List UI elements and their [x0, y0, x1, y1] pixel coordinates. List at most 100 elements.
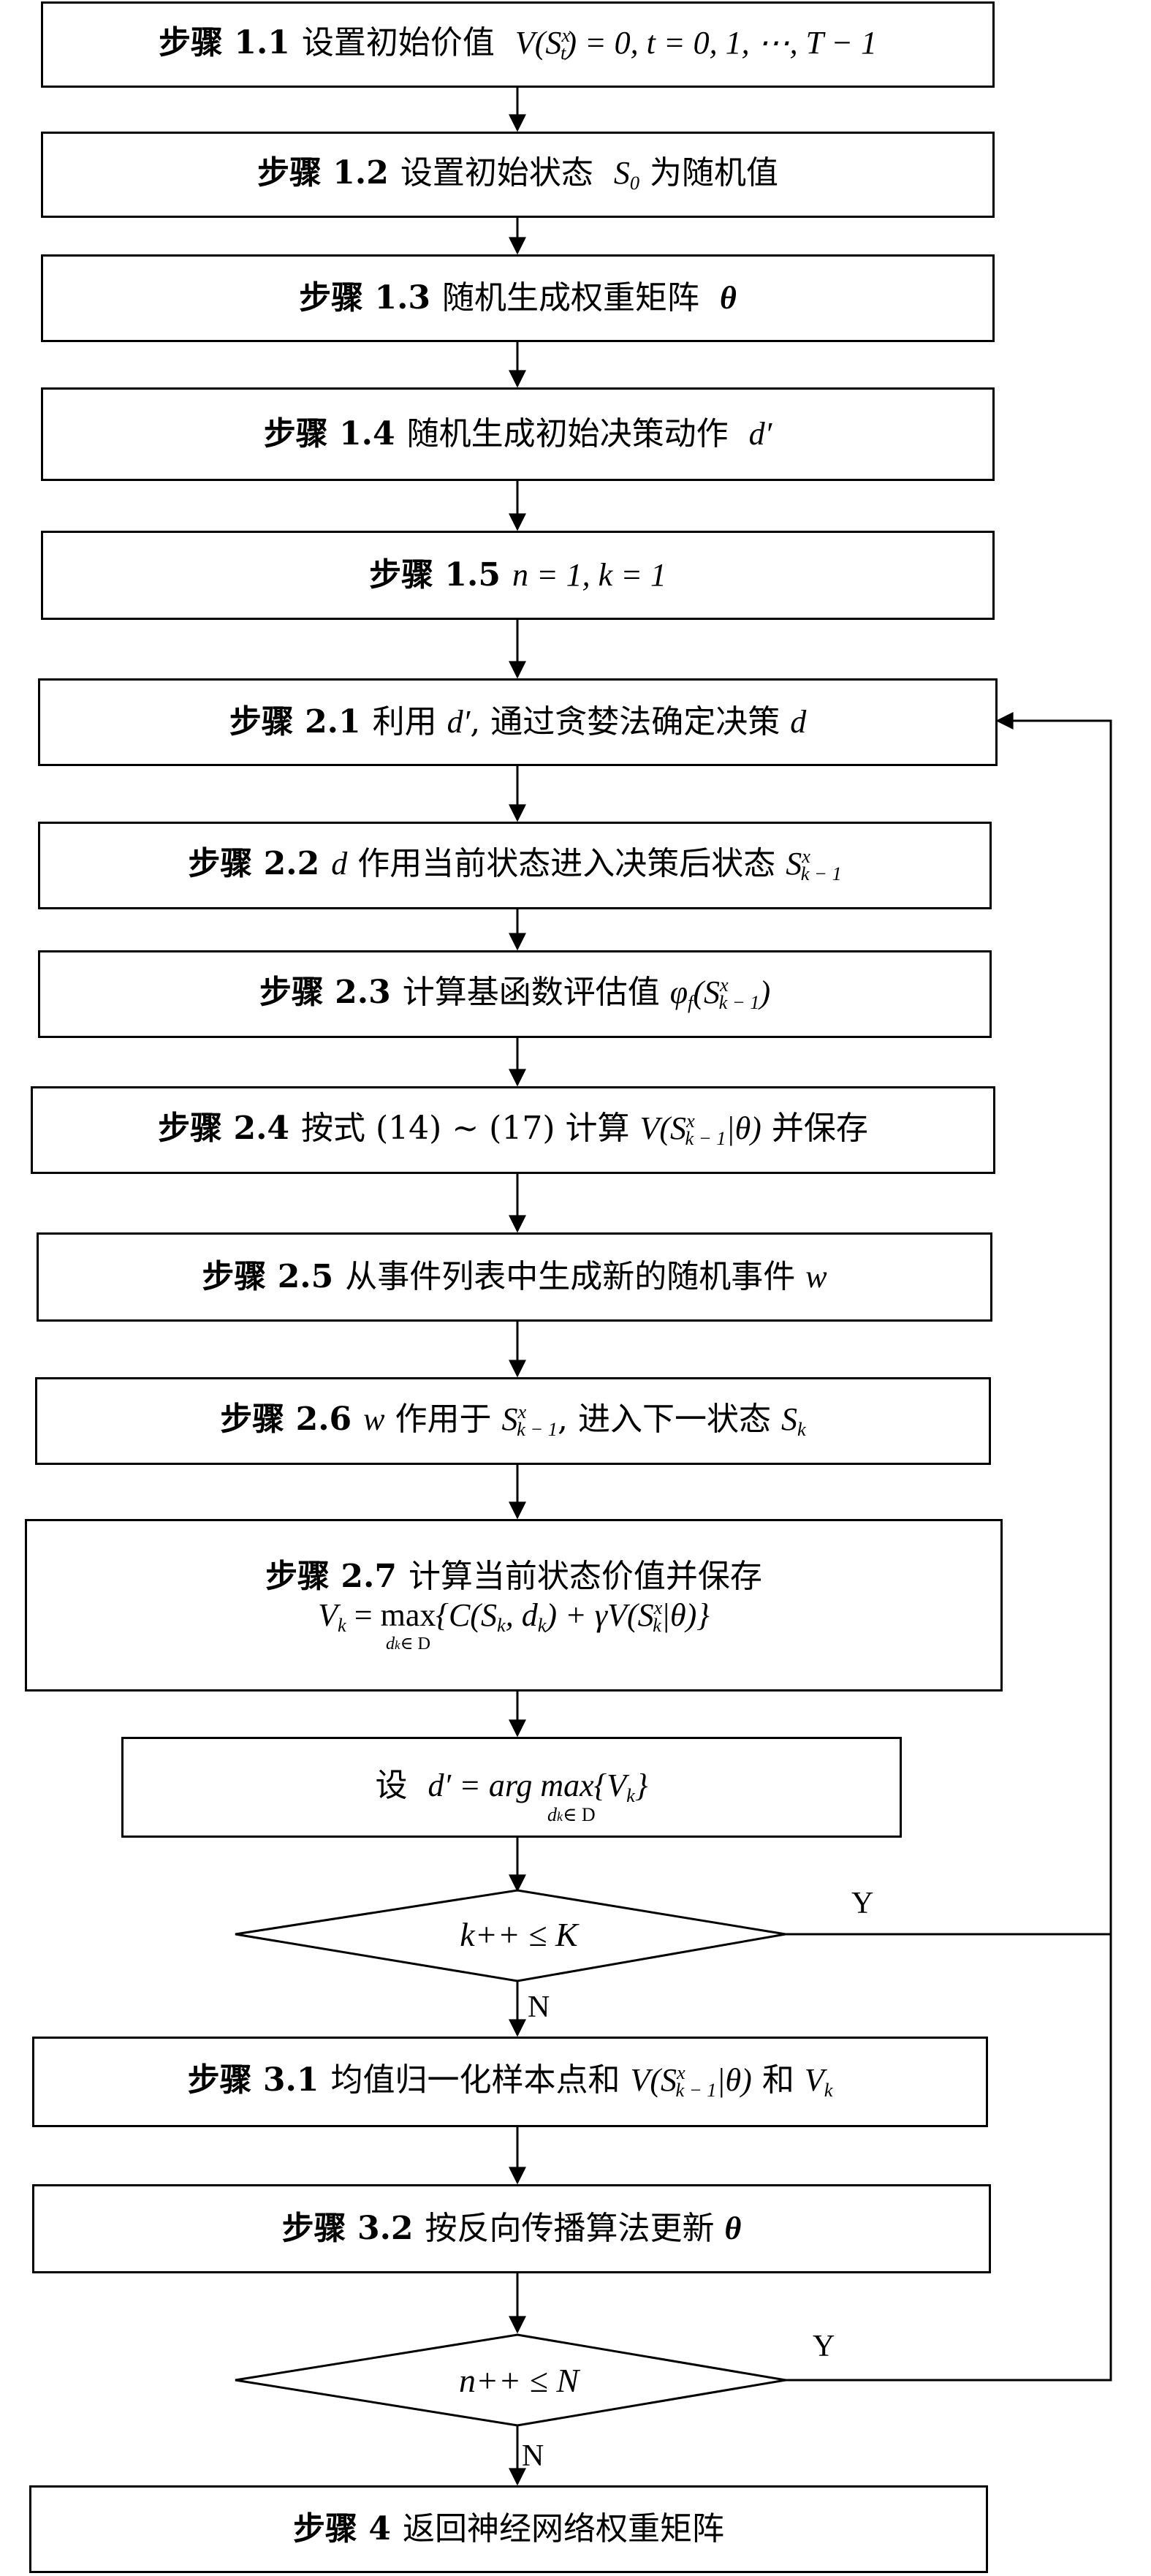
step-math-2: S — [501, 1401, 518, 1438]
step-text: 利用 — [372, 702, 437, 740]
set-under-sub: k — [557, 1809, 563, 1824]
formula-sub-2: k — [496, 1613, 506, 1636]
set-under-set: ∈ D — [563, 1804, 596, 1825]
decision-n-text: n++ ≤ N — [458, 2361, 579, 2399]
step-text: 作用于 — [395, 1401, 492, 1439]
step-label: 步骤 1.3 — [299, 279, 431, 317]
step-label: 步骤 3.1 — [187, 2061, 319, 2099]
decision-k-text: k++ ≤ K — [460, 1915, 578, 1953]
formula-part-4: ) + γV(S — [546, 1596, 654, 1633]
step-math: n = 1, k = 1 — [512, 556, 666, 593]
formula-sub-4: k — [653, 1613, 661, 1636]
decision-k-no-label: N — [528, 1990, 550, 2024]
step-label: 步骤 2.7 — [265, 1558, 397, 1596]
formula-sup: x — [653, 1596, 663, 1619]
step-text: 设置初始价值 — [301, 24, 495, 62]
step-1-5-box: 步骤 1.5 n = 1, k = 1 — [41, 531, 995, 620]
step-label: 步骤 4 — [293, 2509, 391, 2547]
formula-sub-3: k — [537, 1613, 547, 1636]
step-math: θ — [720, 279, 737, 316]
step-1-4-box: 步骤 1.4 随机生成初始决策动作 d′ — [41, 387, 995, 481]
step-sub: t — [560, 42, 566, 64]
decision-n-yes-label: Y — [813, 2330, 835, 2363]
formula-part-2: {C(S — [436, 1596, 497, 1633]
step-sup: x — [720, 974, 729, 996]
step-text: 随机生成权重矩阵 — [442, 279, 700, 317]
formula-equals: = — [346, 1596, 381, 1633]
set-math-2: } — [634, 1768, 648, 1804]
set-d-prime-box: 设 d′ = arg max{Vk} dk∈ D — [121, 1737, 902, 1838]
step-text: 返回神经网络权重矩阵 — [402, 2509, 724, 2547]
step-sup: x — [686, 1110, 695, 1132]
step-2-1-box: 步骤 2.1 利用 d′, 通过贪婪法确定决策 d — [38, 678, 998, 766]
formula-under-sub: k — [395, 1637, 400, 1652]
step-text: 计算基函数评估值 — [402, 974, 660, 1012]
formula-max: max — [380, 1596, 436, 1633]
step-math: θ — [724, 2210, 742, 2246]
step-text: 按反向传播算法更新 — [425, 2209, 715, 2247]
step-label: 步骤 1.5 — [369, 556, 501, 594]
decision-n-no-label: N — [522, 2439, 544, 2473]
step-text: 按式 (14) ~ (17) 计算 — [301, 1110, 630, 1148]
set-text: 设 — [375, 1767, 408, 1805]
step-math: φ — [669, 974, 688, 1011]
step-sub: k − 1 — [517, 1418, 558, 1441]
step-math-2: S — [786, 846, 802, 882]
step-math-3: ) — [759, 974, 771, 1011]
loop-n-yes — [786, 1934, 1112, 2382]
step-text-2: , 通过贪婪法确定决策 — [470, 702, 780, 740]
step-math: w — [805, 1258, 827, 1295]
formula-under-set: ∈ D — [400, 1633, 430, 1653]
step-text-2: 为随机值 — [650, 154, 779, 192]
step-math: d′ — [447, 703, 471, 740]
step-text-2: 和 — [761, 2061, 794, 2099]
step-math: V(S — [630, 2062, 677, 2099]
step-sup: x — [676, 2061, 685, 2084]
step-label: 步骤 2.1 — [229, 702, 361, 740]
step-math-2: ) = 0, t = 0, 1, ⋯, T − 1 — [566, 25, 877, 61]
step-sub: k − 1 — [800, 863, 842, 885]
step-label: 步骤 3.2 — [281, 2209, 414, 2247]
step-math-3: V — [804, 2062, 824, 2099]
step-1-3-box: 步骤 1.3 随机生成权重矩阵 θ — [41, 254, 995, 342]
step-text: 计算当前状态价值并保存 — [408, 1558, 762, 1596]
step-sup: x — [517, 1401, 527, 1423]
step-math-2: d — [790, 703, 807, 740]
formula-part-3: , d — [505, 1596, 538, 1633]
step-label: 步骤 1.2 — [257, 154, 389, 192]
step-math-2: |θ) — [716, 2062, 752, 2099]
step-math: V(S — [514, 25, 562, 61]
step-math: d — [331, 846, 348, 882]
step-math: d′ — [748, 415, 772, 452]
step-label: 步骤 2.5 — [202, 1257, 334, 1295]
set-sub: k — [626, 1784, 635, 1807]
step-label: 步骤 2.6 — [220, 1401, 352, 1439]
formula-part: V — [318, 1596, 338, 1633]
set-under: d — [547, 1804, 557, 1825]
step-text: 作用当前状态进入决策后状态 — [357, 845, 776, 883]
step-math: S — [613, 155, 630, 192]
step-label: 步骤 2.4 — [158, 1110, 290, 1148]
decision-k-shape — [235, 1889, 786, 1982]
step-math: w — [363, 1401, 385, 1438]
step-4-box: 步骤 4 返回神经网络权重矩阵 — [29, 2485, 988, 2573]
step-label: 步骤 1.4 — [263, 414, 395, 452]
loop-k-yes — [786, 712, 1112, 1936]
decision-k-yes-label: Y — [851, 1887, 874, 1920]
step-math: V(S — [639, 1110, 687, 1147]
step-text: 随机生成初始决策动作 — [406, 414, 729, 452]
step-sup: x — [561, 24, 571, 47]
decision-n-shape — [235, 2333, 786, 2427]
step-sub-2: k — [797, 1418, 806, 1441]
step-text-2: 并保存 — [771, 1110, 868, 1148]
